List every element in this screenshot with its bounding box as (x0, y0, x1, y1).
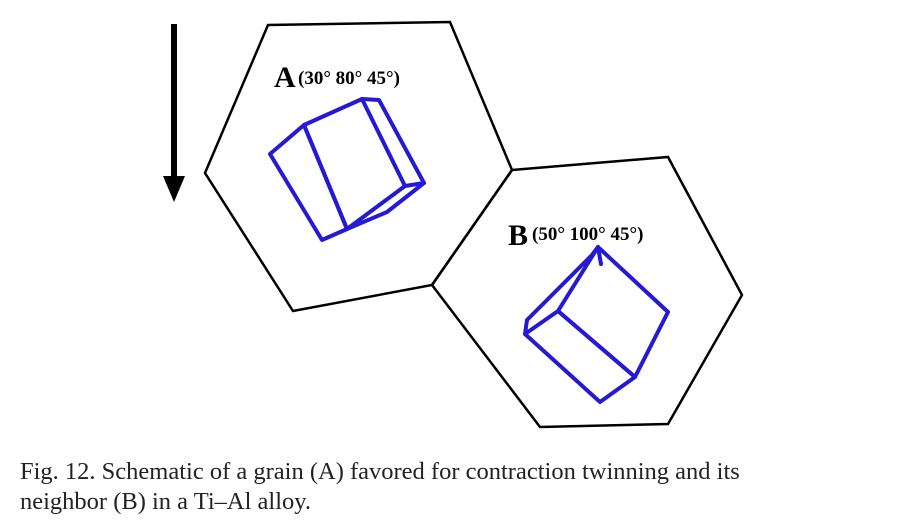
grain-b-boundary (430, 155, 744, 429)
grain-a-crystal (268, 97, 426, 242)
loading-direction-arrow (163, 24, 185, 202)
grain-b-crystal (523, 245, 670, 404)
caption-line-2: neighbor (B) in a Ti–Al alloy. (20, 488, 312, 515)
grain-b-label-letter: B (508, 219, 528, 252)
grain-b-label-angles: (50° 100° 45°) (532, 224, 643, 245)
grain-a-label-letter: A (274, 61, 296, 94)
grain-schematic-figure: A (30° 80° 45°) B (50° 100° 45°) (163, 20, 744, 429)
caption-line-1: Fig. 12. Schematic of a grain (A) favore… (20, 458, 740, 485)
grain-a-label-angles: (30° 80° 45°) (298, 68, 400, 89)
figure-caption: Fig. 12. Schematic of a grain (A) favore… (20, 457, 890, 517)
grain-a-boundary (203, 20, 514, 313)
